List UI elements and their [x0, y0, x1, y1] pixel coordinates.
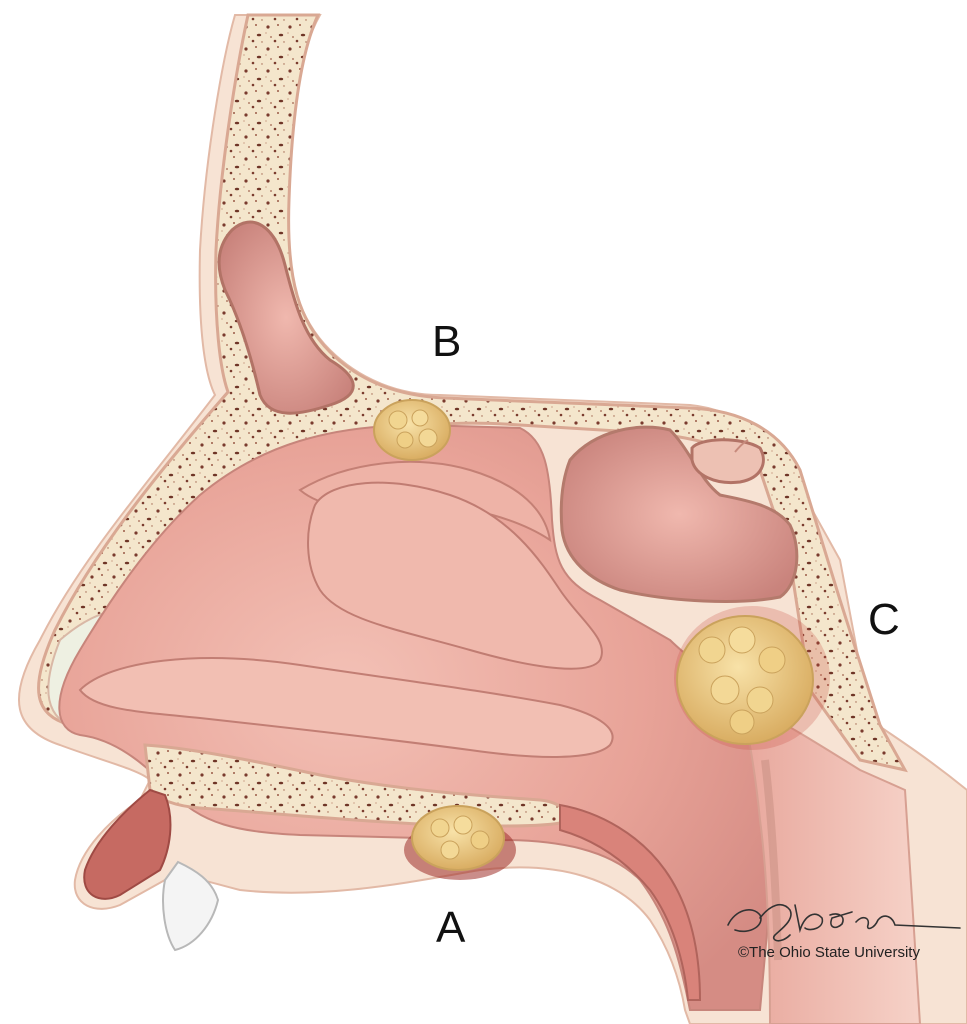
sella-turcica — [690, 438, 765, 485]
inferior-turbinate — [78, 657, 614, 758]
incisor-tooth — [162, 860, 220, 952]
soft-palate — [559, 803, 702, 1001]
upper-lip — [83, 788, 172, 900]
posterior-pharyngeal-line — [761, 759, 782, 961]
tumor-b — [373, 399, 451, 461]
label-b: B — [432, 317, 462, 366]
pituitary-stalk — [734, 439, 749, 453]
middle-turbinate — [307, 481, 603, 670]
frontal-sinus — [217, 220, 355, 415]
tumor-a — [404, 805, 516, 880]
signature — [727, 903, 961, 942]
tumor-c — [674, 606, 830, 750]
copyright-credit: ©The Ohio State University — [738, 944, 920, 961]
label-a: A — [436, 903, 466, 952]
sphenoid-sinus — [559, 425, 799, 603]
label-c: C — [868, 595, 900, 644]
pharynx — [738, 698, 922, 1024]
